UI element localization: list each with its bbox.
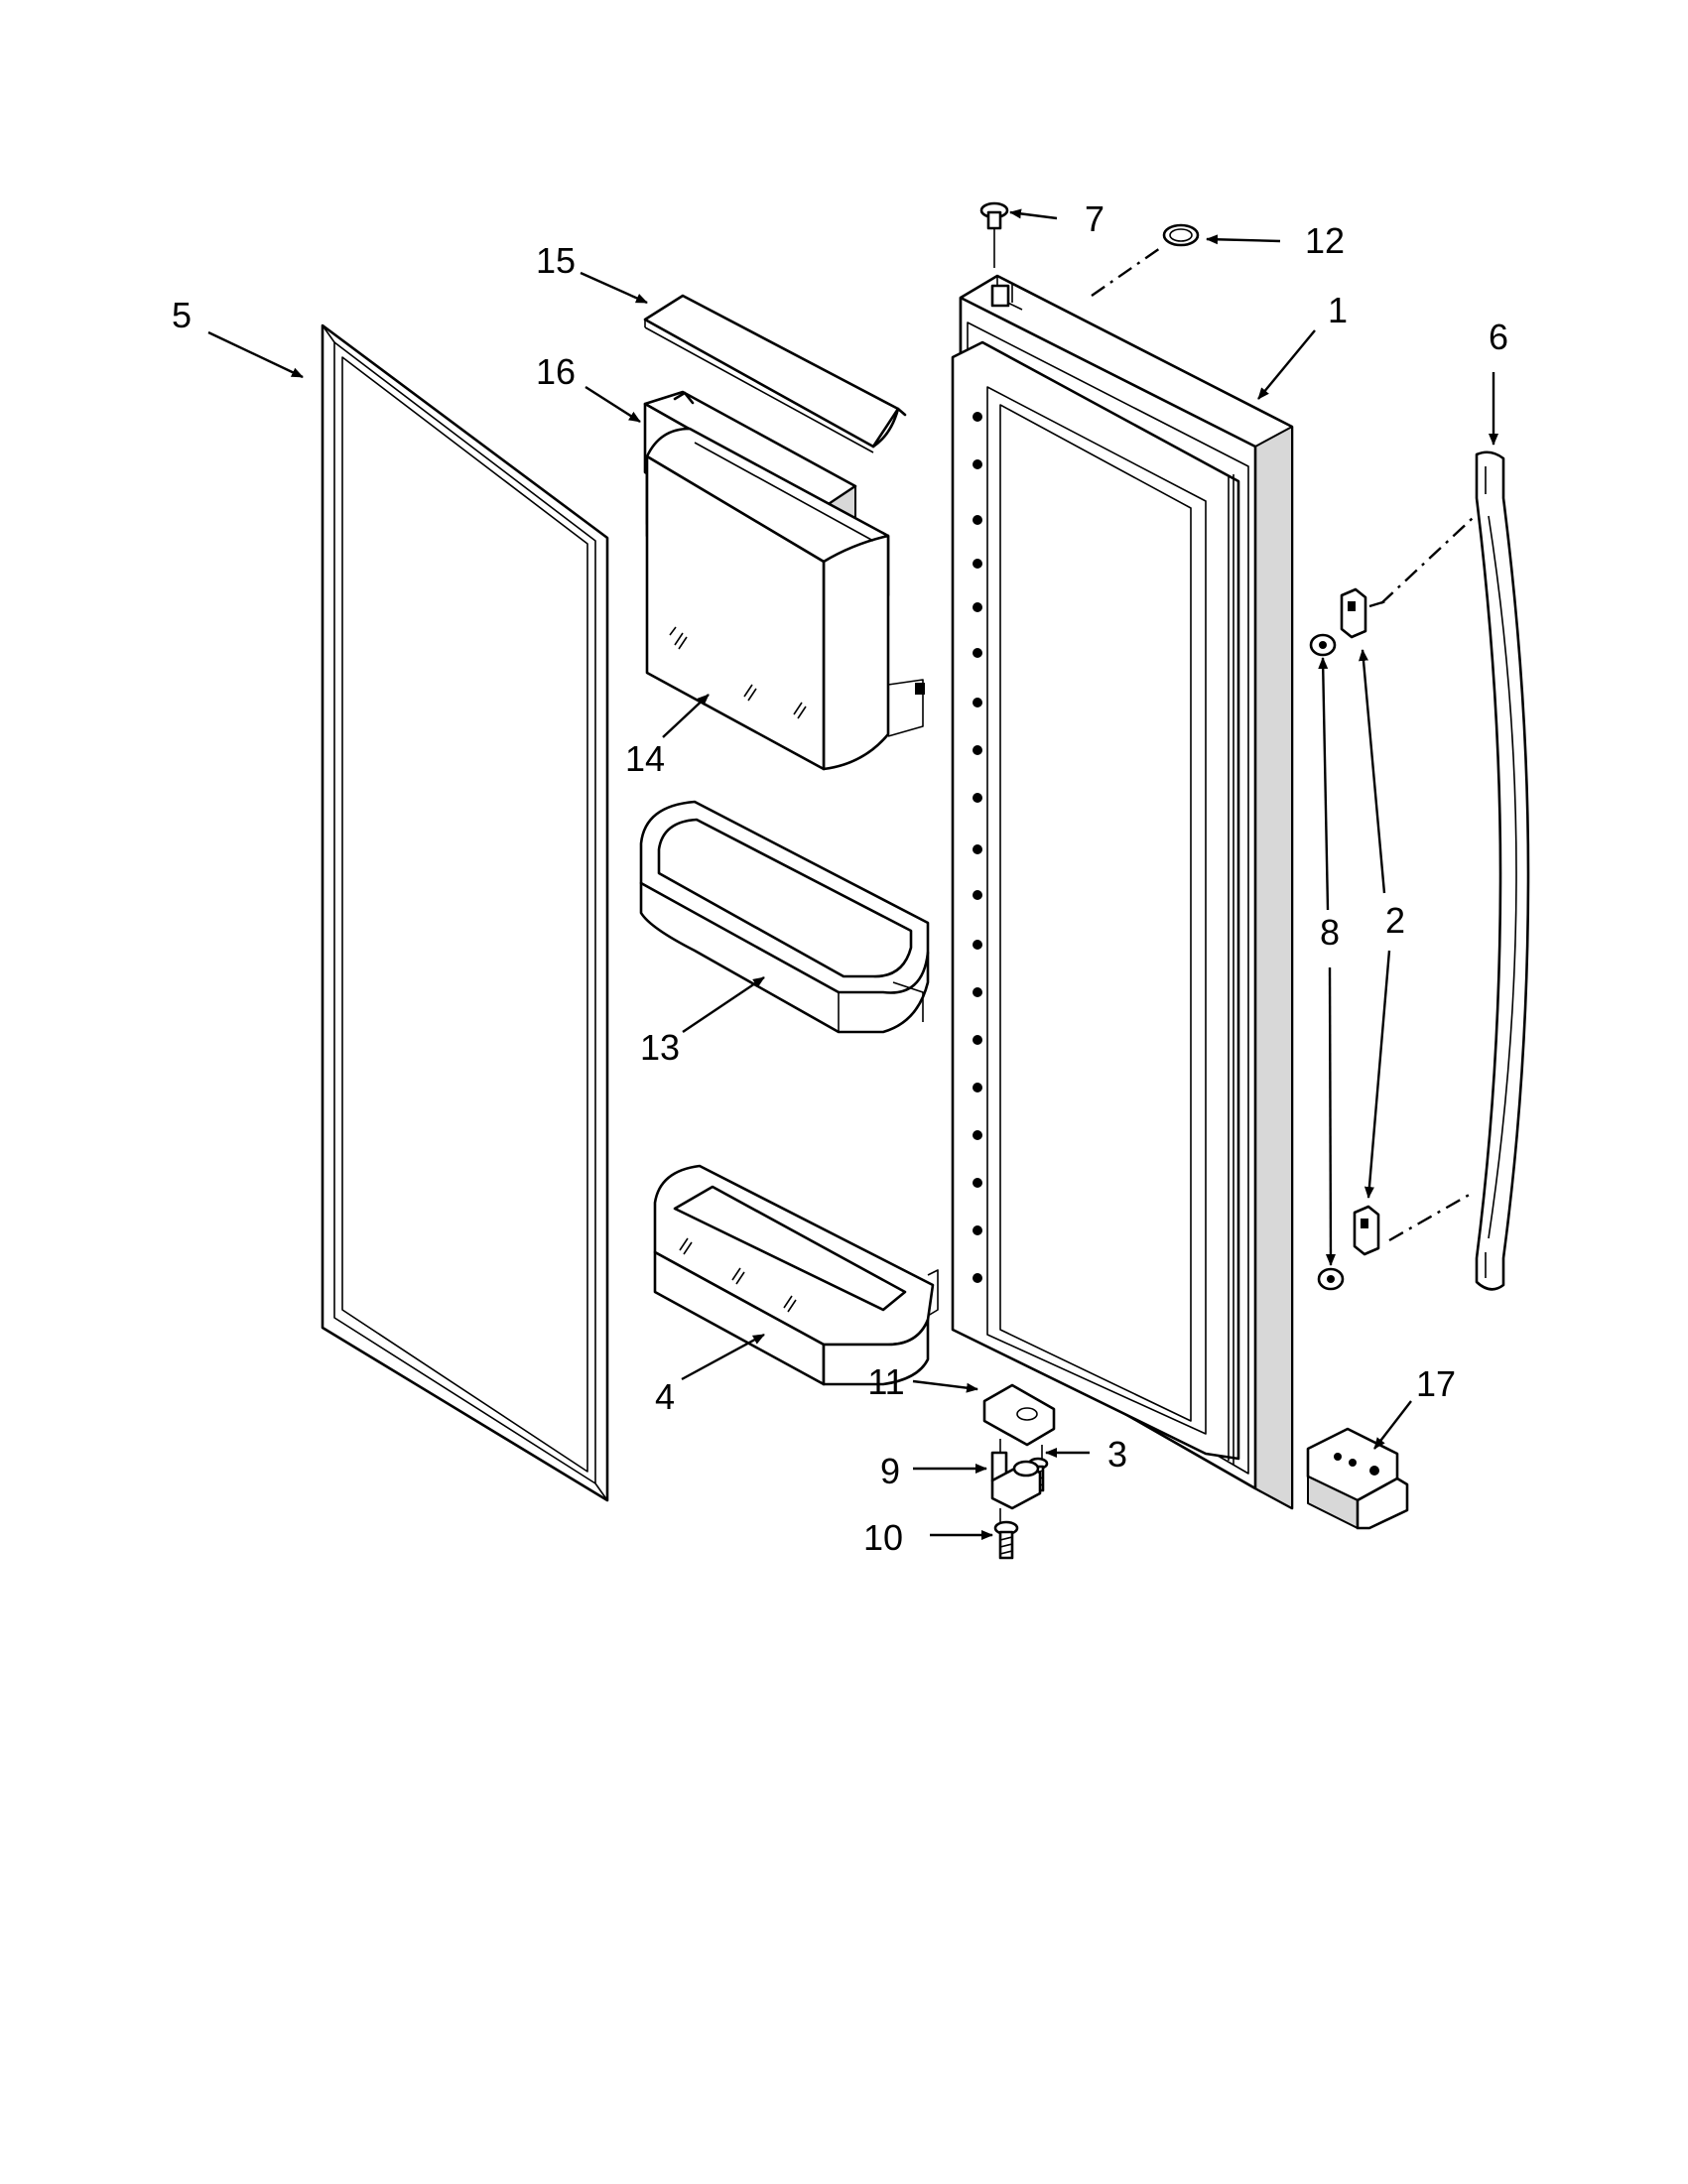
hinge-plug-part: [979, 201, 1009, 268]
callout-9: 9: [880, 1451, 900, 1491]
covered-bin-part: [645, 427, 925, 771]
callout-5: 5: [172, 295, 192, 335]
door-bin-part: [639, 800, 930, 1034]
set-screw-upper: [1309, 633, 1337, 657]
callout-14: 14: [625, 738, 665, 779]
door-gasket-part: [321, 323, 609, 1502]
callout-1: 1: [1328, 290, 1348, 330]
shelf-clip-dots: [973, 412, 982, 1283]
leader-arrows: [207, 208, 1498, 1540]
hinge-cover-part: [1306, 1427, 1409, 1530]
callout-2: 2: [1385, 900, 1405, 941]
shelf-cover-part: [643, 294, 907, 453]
handle-stud-lower: [1353, 1205, 1380, 1256]
door-liner-part: [951, 274, 1294, 1510]
callout-labels: 1 2 3 4 5 6 7 8 9 10 11 12 13 14 15 16 1…: [172, 198, 1508, 1558]
hinge-screw-part: [993, 1520, 1019, 1560]
handle-stud-upper: [1340, 587, 1367, 639]
callout-15: 15: [536, 240, 576, 281]
callout-12: 12: [1305, 220, 1345, 261]
callout-17: 17: [1416, 1363, 1456, 1404]
callout-13: 13: [640, 1027, 680, 1068]
callout-11: 11: [867, 1361, 904, 1402]
assembly-lines: [1091, 245, 1474, 1242]
door-handle-part: [1475, 450, 1530, 1291]
set-screw-lower: [1317, 1267, 1345, 1291]
callout-4: 4: [655, 1376, 675, 1417]
lower-bin-part: [653, 1164, 939, 1386]
callout-6: 6: [1489, 317, 1508, 357]
callout-10: 10: [863, 1517, 903, 1558]
hole-plug-part: [1162, 223, 1200, 247]
hinge-pin-part: [990, 1451, 1042, 1526]
callout-8: 8: [1320, 912, 1340, 953]
callout-16: 16: [536, 351, 576, 392]
callout-7: 7: [1085, 198, 1104, 239]
callout-3: 3: [1107, 1434, 1127, 1475]
